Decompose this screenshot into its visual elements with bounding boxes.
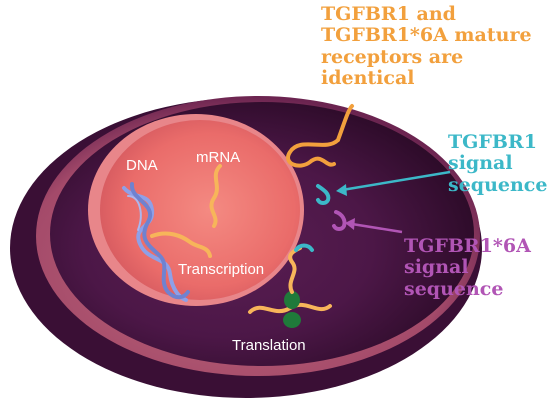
annotation-line: identical: [321, 66, 415, 89]
annotation-line: signal: [404, 256, 469, 279]
tgfbr1-6a-signal-sequence: [332, 210, 347, 231]
translation-label: Translation: [232, 337, 306, 354]
mrna-nascent: [150, 231, 212, 258]
mature-receptor: [286, 104, 354, 168]
ribosome-large-subunit: [284, 291, 300, 309]
transcription-label: Transcription: [178, 261, 264, 278]
tgfbr1-signal-sequence: [316, 184, 331, 205]
pointer-purple: [345, 218, 403, 234]
tgfbr1-signal-annotation: TGFBR1 signal sequence: [448, 131, 557, 196]
ribosome-small-subunit: [283, 312, 301, 328]
dna-label: DNA: [126, 157, 158, 174]
nascent-signal-sequence: [294, 243, 314, 252]
dna-helix: [122, 182, 190, 302]
annotation-line: sequence: [404, 277, 504, 300]
annotation-line: receptors are: [321, 45, 464, 68]
mrna-label: mRNA: [196, 149, 240, 166]
annotation-line: TGFBR1: [448, 131, 537, 153]
pointer-cyan: [336, 170, 451, 196]
annotation-line: sequence: [448, 173, 548, 196]
annotation-line: TGFBR1 and: [321, 3, 456, 25]
annotation-line: TGFBR1*6A: [404, 235, 531, 257]
mrna-free: [209, 164, 222, 228]
mature-receptors-annotation: TGFBR1 and TGFBR1*6A mature receptors ar…: [321, 3, 557, 89]
tgfbr1-6a-signal-annotation: TGFBR1*6A signal sequence: [404, 235, 557, 300]
annotation-line: TGFBR1*6A mature: [321, 24, 532, 47]
annotation-line: signal: [448, 152, 513, 175]
